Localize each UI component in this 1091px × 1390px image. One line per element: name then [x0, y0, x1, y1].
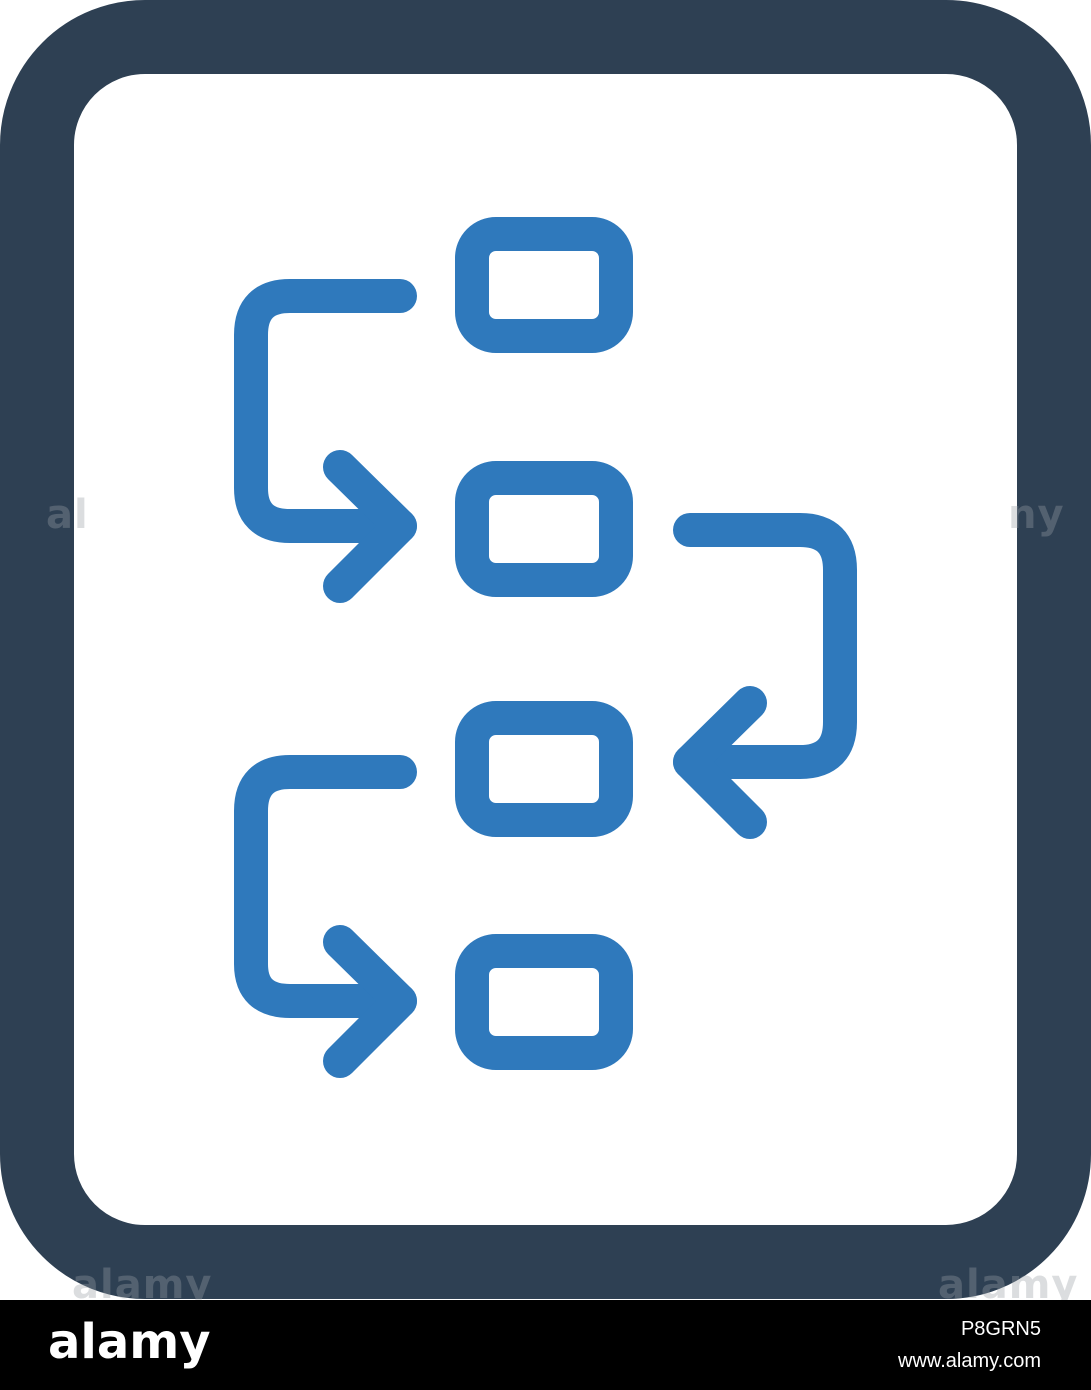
process-box-4 [455, 934, 633, 1070]
connector-arrow-1 [234, 279, 417, 543]
connector-arrow-2 [673, 513, 857, 779]
workflow-document-icon [0, 0, 1091, 1299]
footer-url[interactable]: www.alamy.com [898, 1350, 1041, 1372]
connector-arrow-3 [234, 755, 417, 1018]
icon-canvas [0, 0, 1091, 1300]
arrow-head-3 [323, 925, 417, 1078]
process-box-2 [455, 461, 633, 597]
image-id: P8GRN5 [960, 1318, 1041, 1340]
footer-logo: alamy [48, 1314, 211, 1370]
process-box-1 [455, 217, 633, 353]
process-box-3 [455, 701, 633, 837]
footer-bar: alamy P8GRN5 www.alamy.com [0, 1300, 1091, 1390]
arrow-head-1 [323, 450, 417, 603]
document-frame [0, 0, 1091, 1299]
arrow-head-2 [673, 686, 767, 839]
